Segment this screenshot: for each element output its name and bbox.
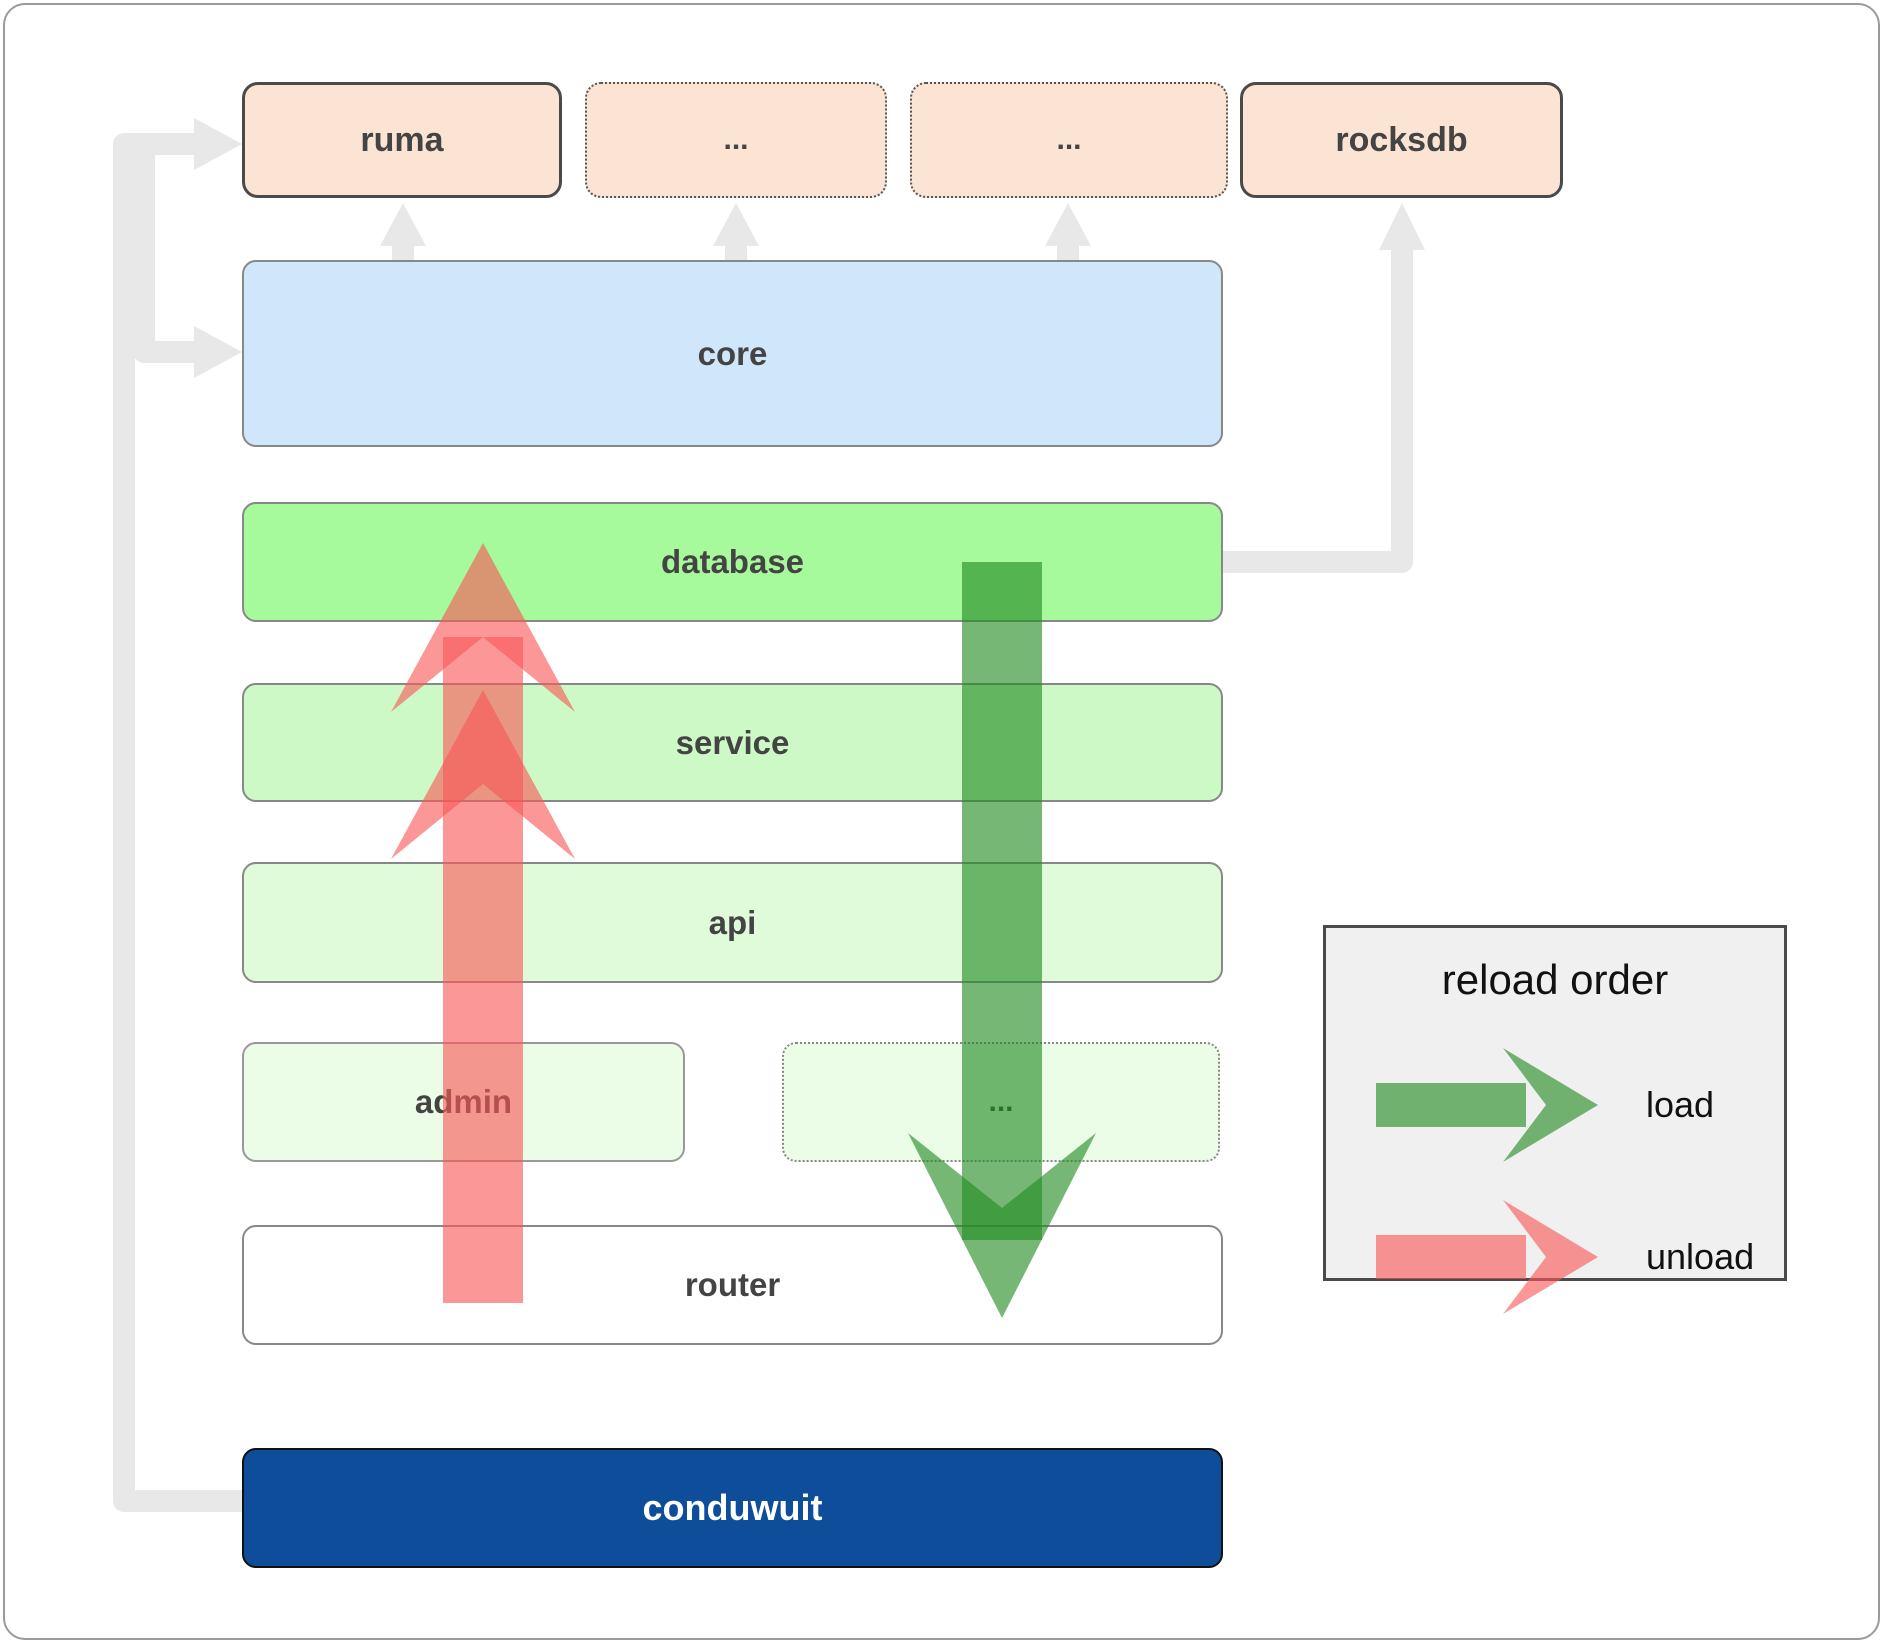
node-service-label: service [675, 723, 790, 761]
legend-item-load: load [1368, 1040, 1784, 1170]
node-router: router [242, 1225, 1223, 1345]
node-ellipsis-top-1-label: ... [723, 123, 749, 156]
node-ellipsis-bottom: ... [782, 1042, 1220, 1162]
legend-unload-label: unload [1646, 1236, 1755, 1277]
node-rocksdb: rocksdb [1240, 82, 1563, 198]
node-admin-label: admin [414, 1083, 513, 1120]
legend-item-unload: unload [1368, 1192, 1784, 1322]
node-conduwuit-label: conduwuit [642, 1487, 823, 1528]
node-database: database [242, 502, 1223, 622]
node-database-label: database [660, 543, 805, 580]
node-ellipsis-top-1: ... [585, 82, 887, 198]
node-ruma-label: ruma [360, 120, 444, 159]
legend-load-label: load [1646, 1084, 1715, 1125]
legend: reload order load unload [1323, 925, 1787, 1314]
node-admin: admin [242, 1042, 685, 1162]
node-ellipsis-top-2: ... [910, 82, 1228, 198]
node-api-label: api [708, 903, 757, 941]
node-ellipsis-bottom-label: ... [988, 1085, 1014, 1118]
node-service: service [242, 683, 1223, 802]
node-conduwuit: conduwuit [242, 1448, 1223, 1568]
unload-arrow-icon [1376, 1200, 1598, 1314]
node-router-label: router [684, 1266, 781, 1303]
node-ellipsis-top-2-label: ... [1056, 123, 1082, 156]
node-ruma: ruma [242, 82, 562, 198]
node-api: api [242, 862, 1223, 983]
legend-title: reload order [1441, 956, 1669, 1003]
node-core-label: core [697, 334, 768, 372]
outer-frame [3, 3, 1880, 1640]
node-rocksdb-label: rocksdb [1335, 120, 1468, 159]
node-core: core [242, 260, 1223, 447]
load-arrow-icon [1376, 1048, 1598, 1162]
